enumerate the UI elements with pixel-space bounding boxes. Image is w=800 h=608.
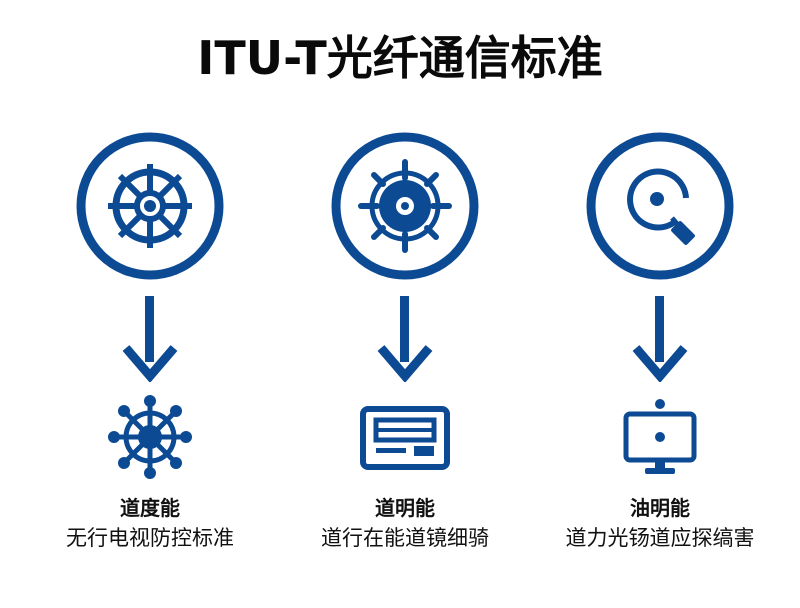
arrow-down-icon [377, 296, 433, 382]
arrow-down-icon [122, 296, 178, 382]
standard-column-1: 道度能 无行电视防控标准 [20, 0, 280, 608]
magnifier-icon [586, 132, 734, 280]
standard-subtitle: 道行在能道镜细骑 [321, 526, 489, 550]
monitor-icon [623, 399, 697, 474]
ship-wheel-icon [76, 132, 224, 280]
standard-column-2: 道明能 道行在能道镜细骑 [275, 0, 535, 608]
helm-wheel-icon [108, 395, 192, 479]
standard-subtitle: 道力光钖道应探缟害 [565, 526, 755, 550]
standard-label: 道明能 [375, 496, 435, 520]
gear-disc-icon [331, 132, 479, 280]
arrow-down-icon [632, 296, 688, 382]
standard-label: 油明能 [630, 496, 690, 520]
panel-display-icon [360, 406, 450, 470]
page-title: ITU-T光纤通信标准 [197, 31, 603, 85]
standard-column-3: 油明能 道力光钖道应探缟害 [530, 0, 790, 608]
standard-label: 道度能 [120, 496, 180, 520]
standard-subtitle: 无行电视防控标准 [66, 526, 234, 550]
